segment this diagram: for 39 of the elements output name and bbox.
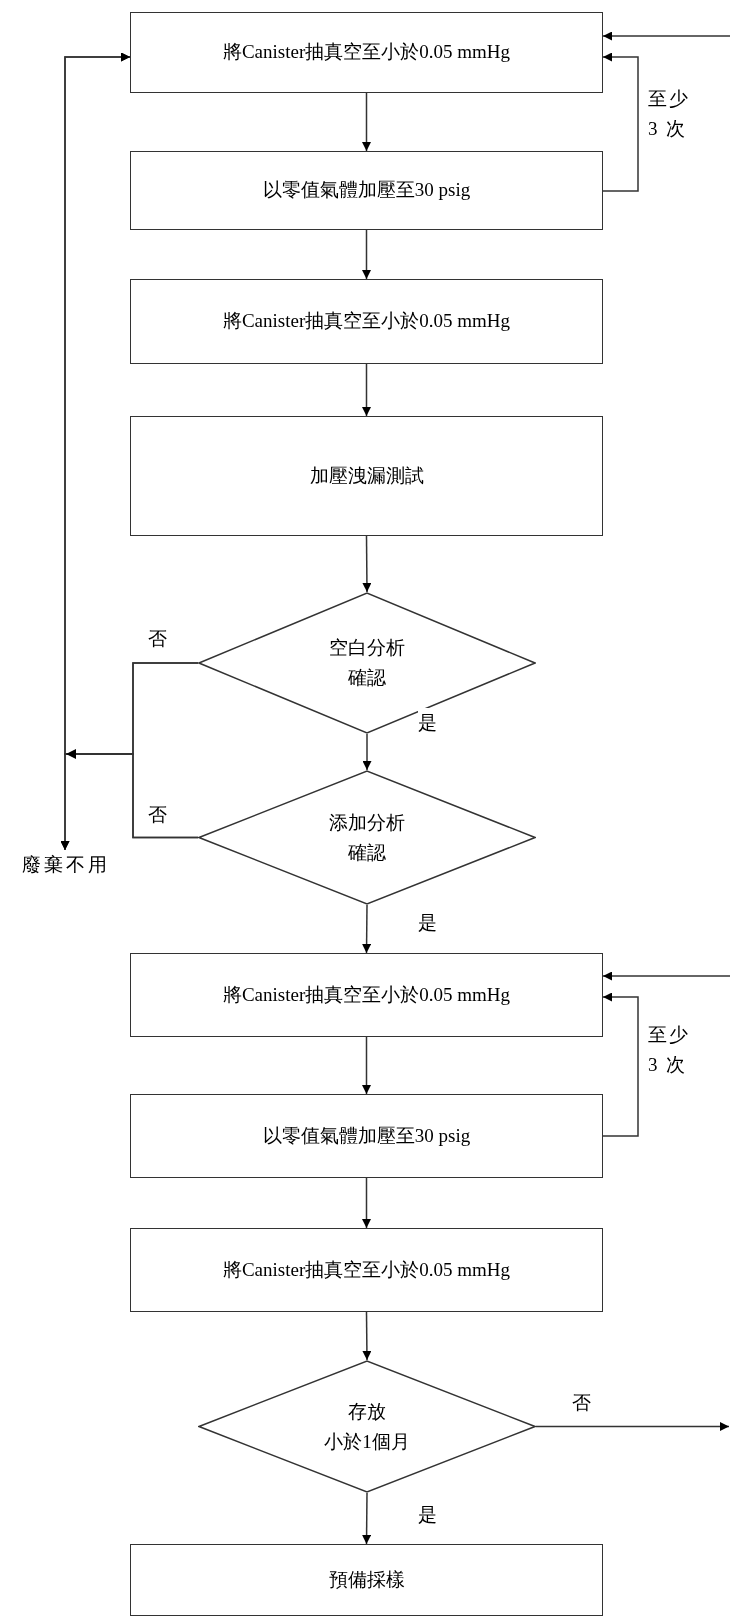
diamond-label: 存放 — [348, 1399, 386, 1424]
arrow — [362, 92, 371, 152]
box-label: 將Canister抽真空至小於0.05 mmHg — [222, 309, 511, 334]
arrow — [362, 535, 372, 593]
arrow — [362, 363, 371, 417]
process-box — [130, 12, 603, 93]
arrow — [602, 971, 730, 981]
diamond-label: 確認 — [348, 666, 386, 690]
arrow — [602, 31, 730, 41]
arrow — [362, 1177, 371, 1229]
box-label: 加壓洩漏測試 — [309, 463, 424, 488]
arrow — [362, 733, 372, 771]
diamond-label: 空白分析 — [329, 636, 405, 660]
process-box — [130, 953, 603, 1037]
box-label: 將Canister抽真空至小於0.05 mmHg — [222, 1257, 511, 1282]
arrow — [362, 1492, 372, 1545]
arrow — [362, 1036, 371, 1095]
process-box — [130, 1544, 603, 1616]
box-label: 以零值氣體加壓至30 psig — [262, 1123, 471, 1148]
process-box — [130, 279, 603, 364]
arrow — [362, 904, 372, 954]
process-box — [130, 1094, 603, 1178]
box-label: 預備採樣 — [328, 1567, 405, 1592]
box-label: 將Canister抽真空至小於0.05 mmHg — [222, 982, 511, 1007]
diamond-label: 小於1個月 — [324, 1429, 410, 1454]
diamond-label: 確認 — [348, 840, 386, 865]
outcome-text: 廢棄不用 — [22, 852, 110, 877]
arrow — [362, 1311, 372, 1361]
process-box — [130, 1228, 603, 1312]
arrow — [362, 229, 371, 280]
arrow — [535, 1422, 730, 1431]
arrow — [602, 52, 639, 192]
arrow — [602, 992, 639, 1137]
process-box — [130, 416, 603, 536]
box-label: 以零值氣體加壓至30 psig — [262, 178, 471, 203]
box-label: 將Canister抽真空至小於0.05 mmHg — [222, 40, 511, 65]
diamond-label: 添加分析 — [329, 810, 405, 835]
process-box — [130, 151, 603, 230]
arrow — [60, 753, 199, 851]
